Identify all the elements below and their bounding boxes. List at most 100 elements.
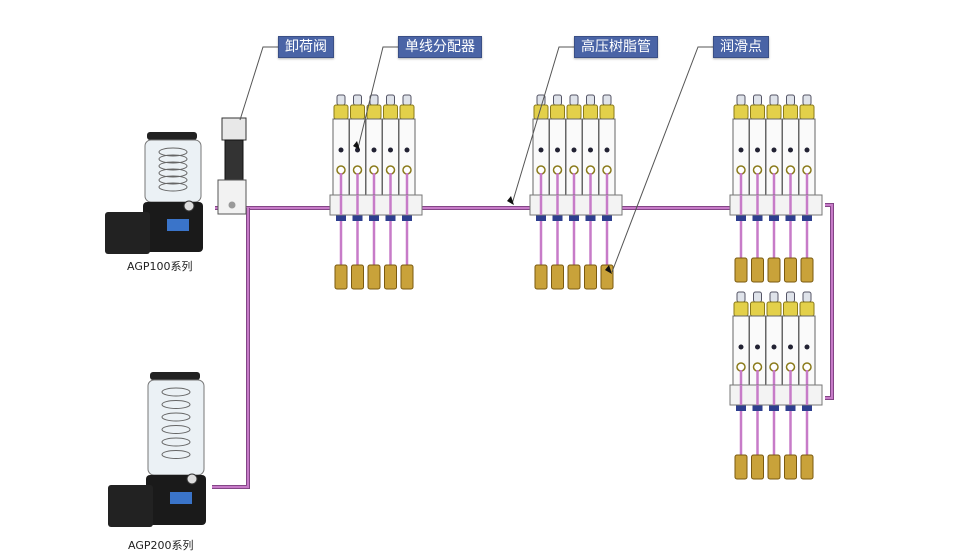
agp200-feed-pipe bbox=[212, 208, 250, 489]
outlet-fitting bbox=[736, 165, 746, 175]
outlet-fitting bbox=[769, 362, 779, 372]
manifold-block bbox=[329, 194, 423, 216]
grease-nipple-icon bbox=[336, 94, 346, 106]
valve-port bbox=[771, 147, 777, 153]
valve-port bbox=[338, 147, 344, 153]
lube-point-fitting bbox=[767, 454, 781, 480]
outlet-fitting bbox=[402, 165, 412, 175]
valve-bottom-nut bbox=[802, 405, 812, 411]
grease-nipple-icon bbox=[569, 94, 579, 106]
lube-point-fitting bbox=[400, 264, 414, 290]
lube-point-fitting bbox=[784, 454, 797, 480]
agitator-spring bbox=[158, 182, 188, 192]
valve-bottom-nut bbox=[352, 215, 363, 221]
label-distributor: 单线分配器 bbox=[398, 36, 482, 58]
adjust-screw bbox=[399, 104, 415, 120]
lube-point-fitting bbox=[800, 454, 814, 480]
agitator-spring bbox=[158, 175, 188, 185]
valve-port bbox=[804, 147, 810, 153]
grease-nipple-icon bbox=[769, 94, 779, 106]
adjust-screw bbox=[766, 301, 782, 317]
outlet-fitting bbox=[769, 165, 779, 175]
outlet-fitting bbox=[752, 362, 763, 372]
distributor-group bbox=[529, 94, 623, 290]
pump-motor bbox=[108, 485, 153, 527]
lube-point-fitting bbox=[734, 454, 748, 480]
leader-resin-tube-arrow-icon bbox=[507, 196, 514, 205]
agitator-spring bbox=[158, 147, 188, 157]
outlet-fitting bbox=[569, 165, 579, 175]
agitator-spring bbox=[161, 400, 191, 409]
pump-agp200 bbox=[108, 372, 206, 527]
grease-nipple-icon bbox=[769, 291, 779, 303]
distributor-group bbox=[729, 291, 823, 480]
adjust-screw bbox=[750, 301, 765, 317]
valve-bottom-nut bbox=[752, 405, 763, 411]
manifold-block bbox=[729, 384, 823, 406]
agitator-spring bbox=[161, 412, 191, 422]
manifold-block bbox=[529, 194, 623, 216]
grease-reservoir bbox=[147, 379, 205, 476]
adjust-screw bbox=[566, 104, 582, 120]
agitator-spring bbox=[161, 437, 191, 447]
leader-unloading-valve bbox=[239, 46, 278, 121]
valve-bottom-nut bbox=[769, 405, 779, 411]
valve-port bbox=[771, 344, 777, 350]
lube-point-fitting bbox=[534, 264, 548, 290]
lube-point-fitting bbox=[734, 257, 748, 283]
pump-agp100-caption: AGP100系列 bbox=[127, 260, 193, 273]
outlet-fitting bbox=[552, 165, 563, 175]
adjust-screw bbox=[350, 104, 365, 120]
adjust-screw bbox=[599, 104, 615, 120]
valve-bottom-nut bbox=[402, 215, 412, 221]
valve-port bbox=[388, 147, 393, 153]
adjust-screw bbox=[783, 301, 798, 317]
adjust-screw bbox=[799, 301, 815, 317]
unloading-valve-body bbox=[224, 139, 244, 181]
label-resin-tube: 高压树脂管 bbox=[574, 36, 658, 58]
grease-reservoir bbox=[144, 139, 202, 203]
agitator-spring bbox=[161, 450, 191, 459]
adjust-screw bbox=[333, 104, 349, 120]
lube-point-fitting bbox=[751, 257, 764, 283]
outlet-fitting bbox=[536, 165, 546, 175]
agitator-spring bbox=[158, 168, 188, 178]
pump-lid bbox=[150, 372, 200, 380]
valve-bottom-nut bbox=[785, 215, 796, 221]
grease-nipple-icon bbox=[802, 291, 812, 303]
leader-lube-point-arrow-icon bbox=[605, 265, 612, 274]
valve-bottom-nut bbox=[736, 405, 746, 411]
valve-bottom-nut bbox=[385, 215, 396, 221]
outlet-fitting bbox=[802, 362, 812, 372]
adjust-screw bbox=[383, 104, 398, 120]
outlet-fitting bbox=[336, 165, 346, 175]
grease-nipple-icon bbox=[736, 291, 746, 303]
valve-port bbox=[788, 147, 793, 153]
unloading-valve-port bbox=[228, 201, 236, 209]
grease-nipple-icon bbox=[386, 94, 395, 106]
adjust-screw bbox=[733, 301, 749, 317]
pressure-gauge-icon bbox=[186, 473, 198, 485]
agitator-spring bbox=[158, 154, 188, 164]
adjust-screw bbox=[583, 104, 598, 120]
lube-point-fitting bbox=[767, 257, 781, 283]
valve-bottom-nut bbox=[785, 405, 796, 411]
agitator-spring bbox=[161, 387, 191, 397]
pump-agp100 bbox=[105, 132, 203, 254]
leader-resin-tube bbox=[511, 46, 574, 205]
valve-bottom-nut bbox=[336, 215, 346, 221]
outlet-fitting bbox=[802, 165, 812, 175]
outlet-fitting bbox=[385, 165, 396, 175]
valve-port bbox=[588, 147, 593, 153]
valve-bottom-nut bbox=[369, 215, 379, 221]
valve-port bbox=[604, 147, 610, 153]
agp200-feed-pipe-outline bbox=[212, 208, 250, 489]
adjust-screw bbox=[366, 104, 382, 120]
valve-bottom-nut bbox=[602, 215, 612, 221]
outlet-fitting bbox=[352, 165, 363, 175]
distributor-group bbox=[329, 94, 423, 290]
valve-port bbox=[788, 344, 793, 350]
lube-point-fitting bbox=[751, 454, 764, 480]
leader-distributor-arrow-icon bbox=[353, 141, 360, 150]
valve-bottom-nut bbox=[752, 215, 763, 221]
